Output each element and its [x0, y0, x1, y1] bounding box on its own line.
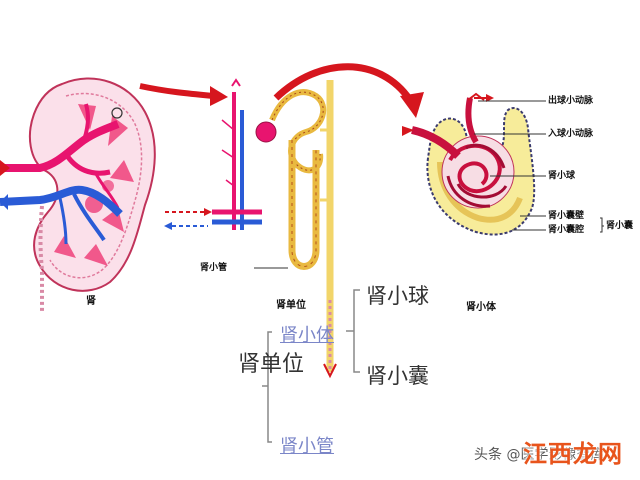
corpuscle-illustration [402, 92, 604, 236]
tree-root-nephron: 肾单位 [238, 352, 305, 377]
afferent-arteriole-label: 入球小动脉 [548, 129, 594, 139]
nephron-illustration [164, 78, 337, 379]
glomerulus-label: 肾小球 [548, 171, 576, 181]
tubule-label: 肾小管 [200, 263, 228, 273]
arrow-nephron-to-corpuscle [273, 63, 413, 103]
tree-branch-tubule[interactable]: 肾小管 [280, 436, 334, 457]
arrow-kidney-to-nephron [139, 83, 215, 99]
efferent-arteriole-label: 出球小动脉 [548, 96, 594, 106]
site-logo: 江西龙网 [514, 436, 632, 472]
kidney-label: 肾 [86, 296, 96, 307]
capsule-cavity-label: 肾小囊腔 [548, 225, 585, 235]
classification-brackets [262, 289, 360, 443]
tree-branch-corpuscle[interactable]: 肾小体 [280, 325, 334, 346]
site-logo-text: 江西龙网 [523, 440, 623, 468]
tree-leaf-glomerulus: 肾小球 [366, 284, 429, 308]
kidney-illustration [0, 77, 156, 312]
tree-leaf-capsule: 肾小囊 [366, 364, 429, 388]
capsule-wall-label: 肾小囊壁 [548, 211, 585, 221]
watermark-text: 头条 @医学影像智库 [474, 447, 605, 463]
nephron-label: 肾单位 [276, 300, 306, 311]
corpuscle-label: 肾小体 [466, 302, 496, 313]
capsule-label: 肾小囊 [606, 221, 634, 231]
